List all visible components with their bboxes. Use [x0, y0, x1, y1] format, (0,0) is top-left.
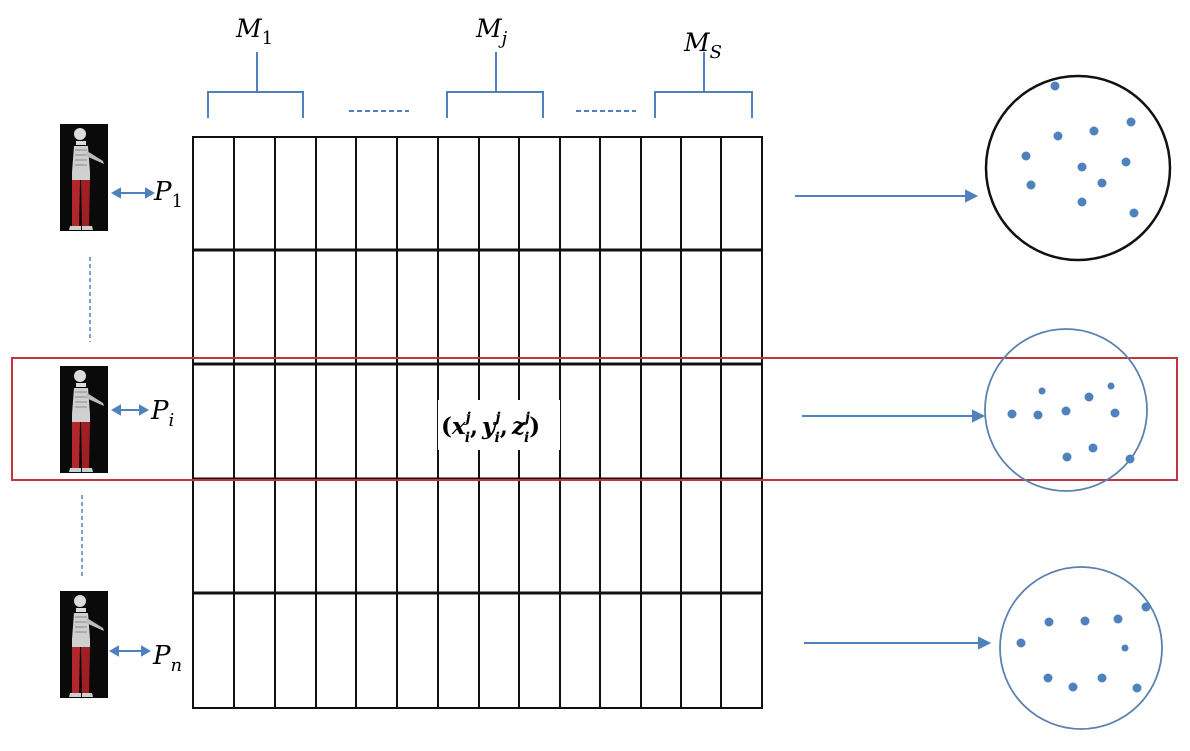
person-icon-pi: [59, 365, 109, 474]
double-arrow-icon-p1: [110, 187, 156, 199]
double-arrows: [108, 187, 156, 657]
point-cloud-bottom: [999, 566, 1163, 730]
point-cloud-dots-bottom: [1016, 602, 1151, 693]
bracket-ms: [654, 52, 753, 118]
marker-group-brackets: [207, 52, 753, 118]
label-m1: M1: [235, 14, 273, 49]
person-ellipsis: [81, 257, 91, 576]
bracket-m1: [207, 52, 304, 118]
point-cloud-circle-bottom: [999, 566, 1163, 730]
arrow-right-icon-row1: [795, 189, 979, 203]
point-cloud-dots-middle: [1007, 382, 1135, 464]
person-icon-pn: [59, 590, 109, 699]
point-cloud-dots-top: [1021, 81, 1139, 218]
point-cloud-middle: [984, 328, 1148, 492]
point-cloud-circle-top: [984, 74, 1172, 262]
label-mj: Mj: [475, 14, 508, 49]
person-icon-p1: [59, 123, 109, 232]
point-cloud-top: [984, 74, 1172, 262]
label-ms: MS: [683, 28, 722, 63]
grid-border: [192, 136, 763, 709]
arrow-right-icon-row-n: [804, 636, 992, 650]
label-pi: Pi: [150, 396, 174, 431]
label-p1: P1: [153, 177, 183, 212]
arrow-right-icon-row-i: [802, 409, 986, 423]
highlight-row-frame: [11, 357, 1178, 481]
label-pn: Pn: [152, 641, 182, 676]
cell-label-bg: [438, 400, 560, 450]
point-cloud-circle-middle: [984, 328, 1148, 492]
right-arrows: [795, 189, 992, 650]
double-arrow-icon-pi: [110, 404, 150, 416]
double-arrow-icon-pn: [108, 645, 152, 657]
bracket-mj: [446, 52, 544, 118]
